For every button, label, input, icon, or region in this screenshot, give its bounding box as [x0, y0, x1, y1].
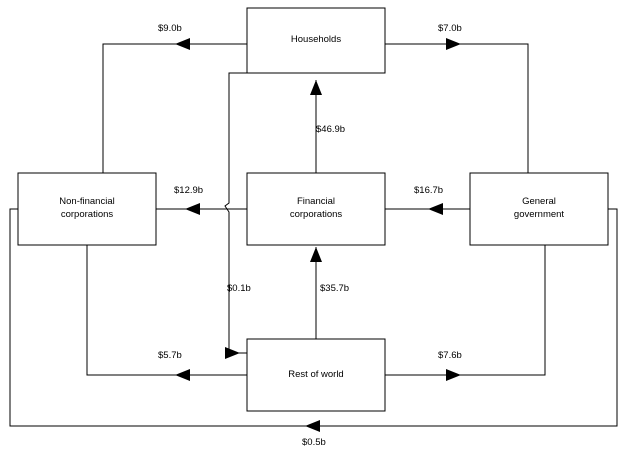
flow-label-restofworld-to-nonfinancial: $5.7b — [158, 350, 182, 361]
flow-label-households-to-government: $7.0b — [438, 23, 462, 34]
flow-label-government-to-financial: $16.7b — [414, 185, 444, 196]
flow-label-households-to-restofworld: $0.1b — [227, 283, 251, 294]
edge-restofworld-to-government — [385, 245, 546, 381]
flow-label-government-to-nonfinancial: $0.5b — [302, 437, 326, 448]
flow-label-restofworld-to-government: $7.6b — [438, 350, 462, 361]
edge-households-to-government — [385, 38, 529, 173]
edge-government-to-financial — [385, 203, 470, 215]
edge-restofworld-to-nonfinancial — [86, 245, 247, 381]
edge-financial-to-nonfinancial — [156, 203, 247, 215]
edge-financial-to-households — [310, 80, 322, 173]
node-box-households[interactable] — [246, 7, 386, 74]
flow-label-financial-to-nonfinancial: $12.9b — [174, 185, 204, 196]
edge-households-to-restofworld — [224, 72, 285, 359]
node-box-general-government[interactable] — [469, 172, 609, 246]
flow-label-restofworld-to-financial: $35.7b — [320, 283, 350, 294]
edge-households-to-nonfinancial — [102, 38, 247, 173]
node-box-financial-corporations[interactable] — [246, 172, 386, 246]
edge-restofworld-to-financial — [310, 247, 322, 339]
flow-label-households-to-nonfinancial: $9.0b — [158, 23, 182, 34]
node-box-nonfinancial-corporations[interactable] — [17, 172, 157, 246]
flow-label-financial-to-households: $46.9b — [316, 124, 346, 135]
edge-government-to-nonfinancial — [9, 208, 618, 432]
node-box-rest-of-world[interactable] — [246, 338, 386, 412]
